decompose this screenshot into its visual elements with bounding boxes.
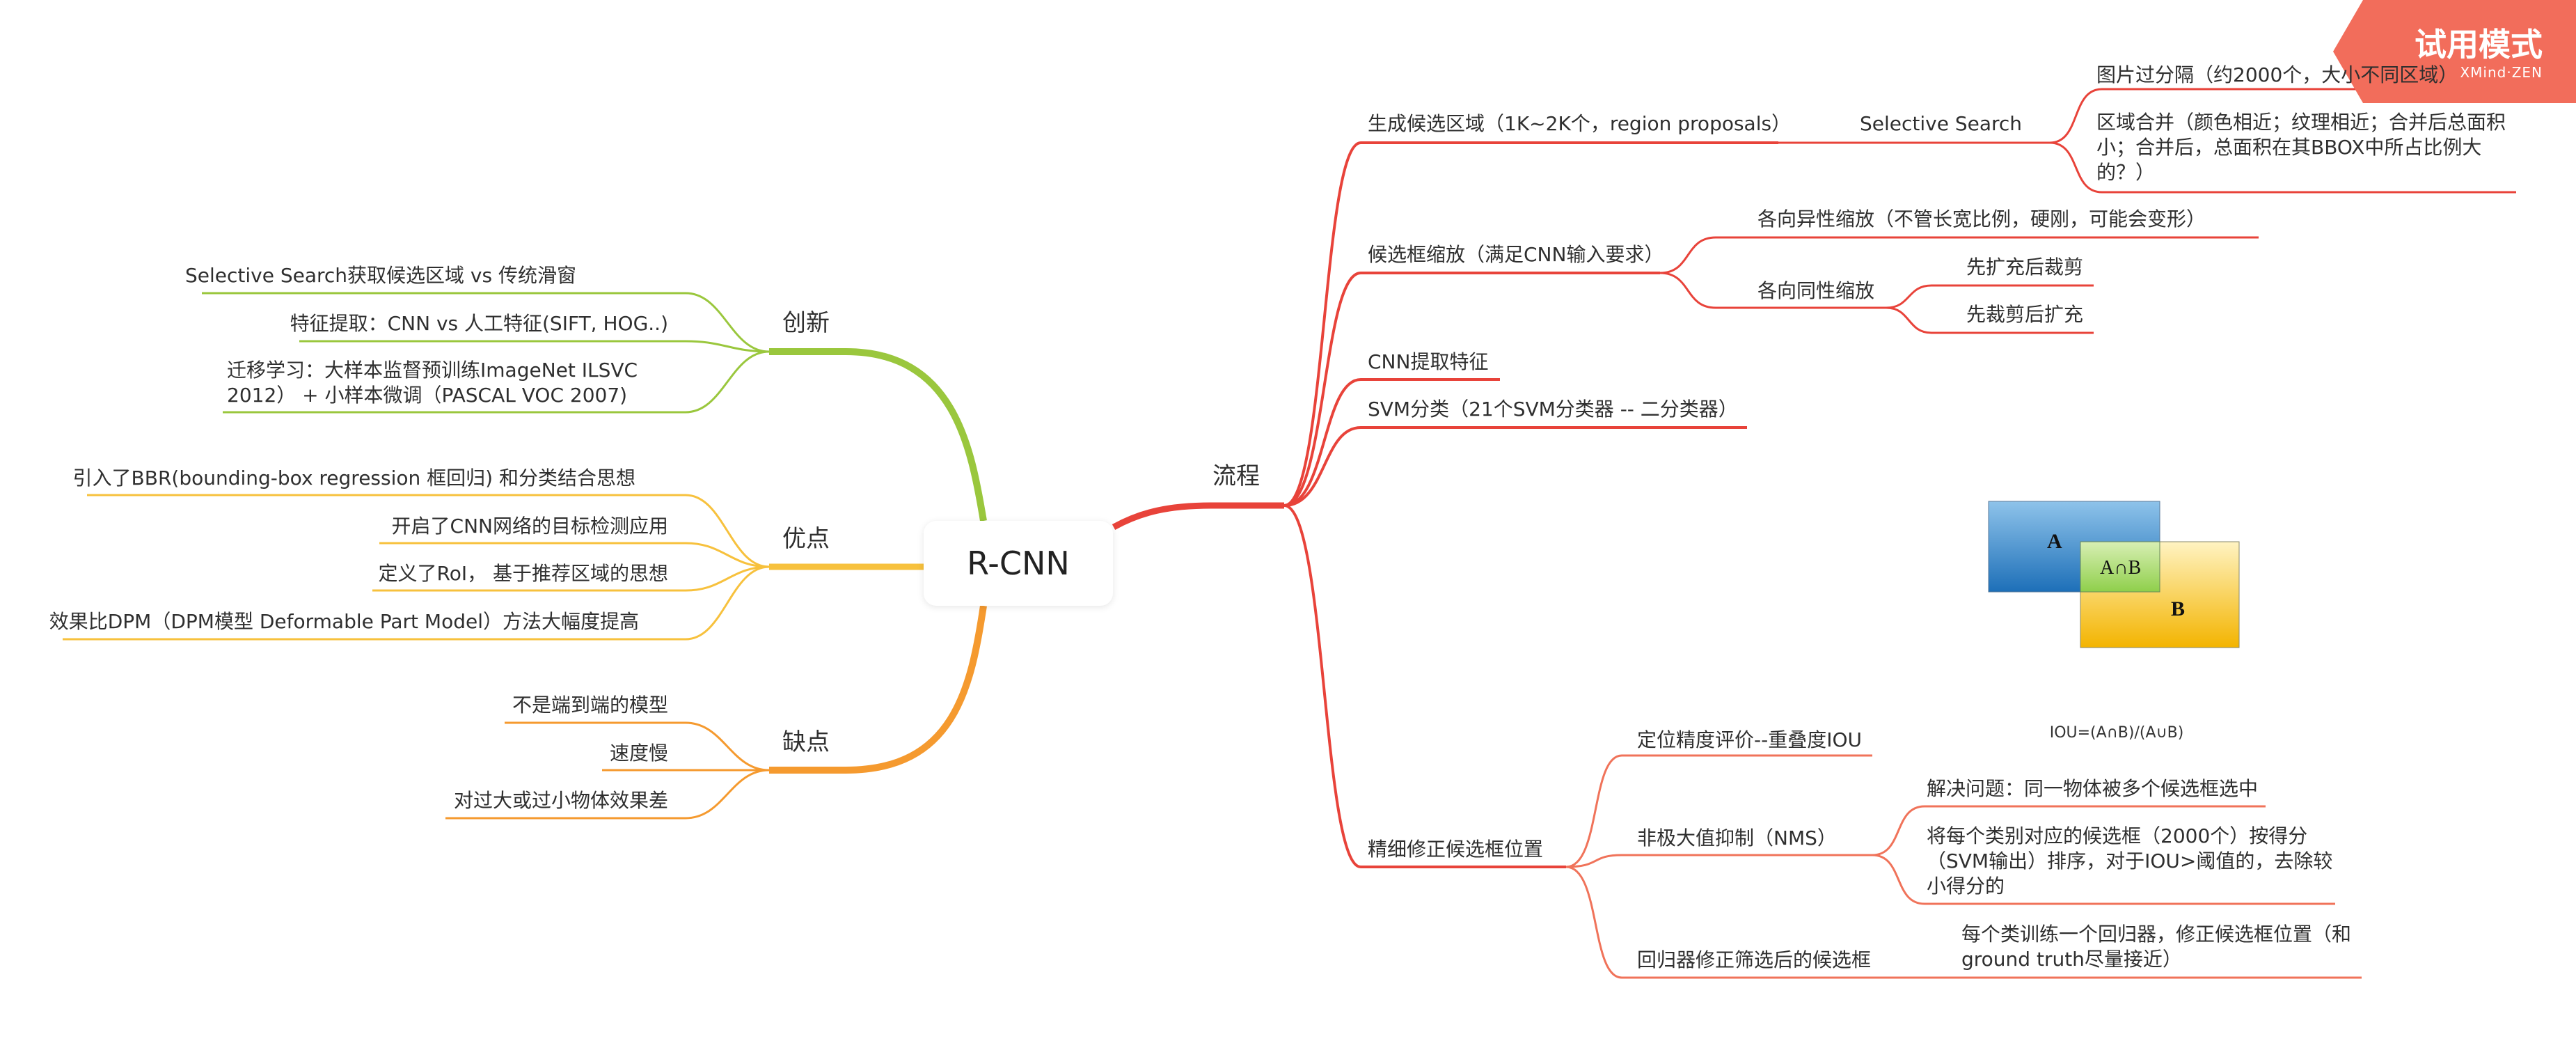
selective-search-node[interactable]: Selective Search	[1860, 112, 2023, 135]
connector-root-cons	[769, 605, 987, 774]
iou-figure: A A∩B B	[1955, 482, 2278, 752]
connector-flow-step2	[1283, 272, 1660, 507]
flow-step-3[interactable]: CNN提取特征	[1368, 350, 1489, 373]
topic-cons[interactable]: 缺点	[782, 728, 830, 756]
ss-item-2[interactable]: 区域合并（颜色相近；纹理相近；合并后总面积小；合并后，总面积在其BBOX中所占比…	[2096, 111, 2506, 184]
connector-iso-2	[1886, 306, 2094, 334]
connector-innovation-1	[202, 292, 770, 353]
trial-banner-shape	[2333, 0, 2576, 103]
connector-pros-1	[87, 494, 770, 568]
connector-nms-2	[1872, 854, 2335, 905]
iou-venn-graphic: A A∩B B	[1988, 501, 2240, 648]
refine-iou[interactable]: 定位精度评价--重叠度IOU	[1637, 728, 1862, 751]
connector-flow-step4	[1283, 426, 1747, 507]
connector-flow-step3	[1283, 378, 1500, 507]
connector-pros-2	[379, 542, 770, 568]
ss-item-1[interactable]: 图片过分隔（约2000个，大小不同区域）	[2096, 63, 2458, 86]
iou-label-a: A	[2047, 530, 2062, 553]
scale-anisotropic[interactable]: 各向异性缩放（不管长宽比例，硬刚，可能会变形）	[1757, 208, 2206, 230]
pros-item-2[interactable]: 开启了CNN网络的目标检测应用	[391, 515, 668, 538]
cons-item-1[interactable]: 不是端到端的模型	[512, 694, 668, 717]
refine-topic[interactable]: 精细修正候选框位置	[1368, 838, 1544, 861]
root-topic[interactable]: R-CNN	[924, 521, 1113, 606]
connector-ss-item2	[2049, 141, 2516, 194]
connector-iso-1	[1886, 284, 2094, 309]
connector-flow-refine	[1283, 504, 1566, 868]
topic-innovation[interactable]: 创新	[782, 309, 830, 337]
connector-innovation-3	[223, 350, 770, 414]
scale-isotropic[interactable]: 各向同性缩放	[1757, 279, 1875, 302]
iou-label-ab: A∩B	[2100, 557, 2141, 579]
connector-cons-1	[505, 721, 770, 772]
iou-label-b: B	[2171, 597, 2185, 620]
pros-item-1[interactable]: 引入了BBR(bounding-box regression 框回归) 和分类结…	[72, 467, 635, 490]
topic-pros[interactable]: 优点	[782, 525, 830, 553]
flow-step-2[interactable]: 候选框缩放（满足CNN输入要求）	[1368, 243, 1664, 266]
connector-refine-reg	[1565, 866, 1911, 979]
flow-step-1[interactable]: 生成候选区域（1K~2K个，region proposals）	[1368, 112, 1792, 135]
iso-crop-then-expand[interactable]: 先裁剪后扩充	[1966, 303, 2084, 326]
pros-item-3[interactable]: 定义了RoI， 基于推荐区域的思想	[378, 562, 669, 585]
connector-innovation-2	[299, 340, 770, 353]
refine-nms[interactable]: 非极大值抑制（NMS）	[1637, 827, 1837, 850]
connector-cons-3	[445, 769, 770, 820]
iso-expand-then-crop[interactable]: 先扩充后裁剪	[1966, 256, 2084, 279]
regressor-item-1[interactable]: 每个类训练一个回归器，修正候选框位置（和ground truth尽量接近）	[1961, 923, 2352, 971]
trial-subtitle: XMind·ZEN	[2460, 64, 2543, 81]
connector-scale-aniso	[1659, 236, 2259, 274]
connector-pros-4	[63, 565, 770, 641]
connector-flow-step1	[1283, 141, 1778, 507]
nms-item-1[interactable]: 解决问题：同一物体被多个候选框选中	[1927, 777, 2259, 800]
innovation-item-2[interactable]: 特征提取：CNN vs 人工特征(SIFT, HOG..)	[290, 312, 668, 335]
cons-item-3[interactable]: 对过大或过小物体效果差	[453, 789, 668, 812]
flow-step-4[interactable]: SVM分类（21个SVM分类器 -- 二分类器）	[1368, 398, 1738, 421]
nms-item-2[interactable]: 将每个类别对应的候选框（2000个）按得分（SVM输出）排序，对于IOU>阈值的…	[1927, 824, 2333, 898]
connector-pros-3	[372, 565, 770, 592]
connector-root-flow	[1112, 502, 1284, 530]
innovation-item-1[interactable]: Selective Search获取候选区域 vs 传统滑窗	[184, 264, 576, 287]
connector-ss-item1	[2049, 88, 2464, 144]
connector-refine-nms	[1565, 854, 1872, 868]
refine-regressor[interactable]: 回归器修正筛选后的候选框	[1637, 948, 1872, 971]
connector-scale-iso	[1659, 272, 1886, 309]
trial-watermark: 试用模式 XMind·ZEN	[2333, 0, 2576, 103]
topic-flow[interactable]: 流程	[1212, 462, 1260, 490]
pros-item-4[interactable]: 效果比DPM（DPM模型 Deformable Part Model）方法大幅度…	[49, 610, 639, 633]
iou-caption: IOU=(A∩B)/(A∪B)	[2049, 724, 2184, 742]
connector-nms-1	[1872, 805, 2266, 856]
trial-title: 试用模式	[2415, 26, 2543, 63]
iou-rect-ab	[2080, 541, 2160, 593]
connector-refine-iou	[1565, 754, 1872, 868]
connector-root-innovation	[769, 348, 987, 522]
cons-item-2[interactable]: 速度慢	[609, 742, 668, 765]
innovation-item-3[interactable]: 迁移学习：大样本监督预训练ImageNet ILSVC 2012） + 小样本微…	[227, 359, 638, 407]
